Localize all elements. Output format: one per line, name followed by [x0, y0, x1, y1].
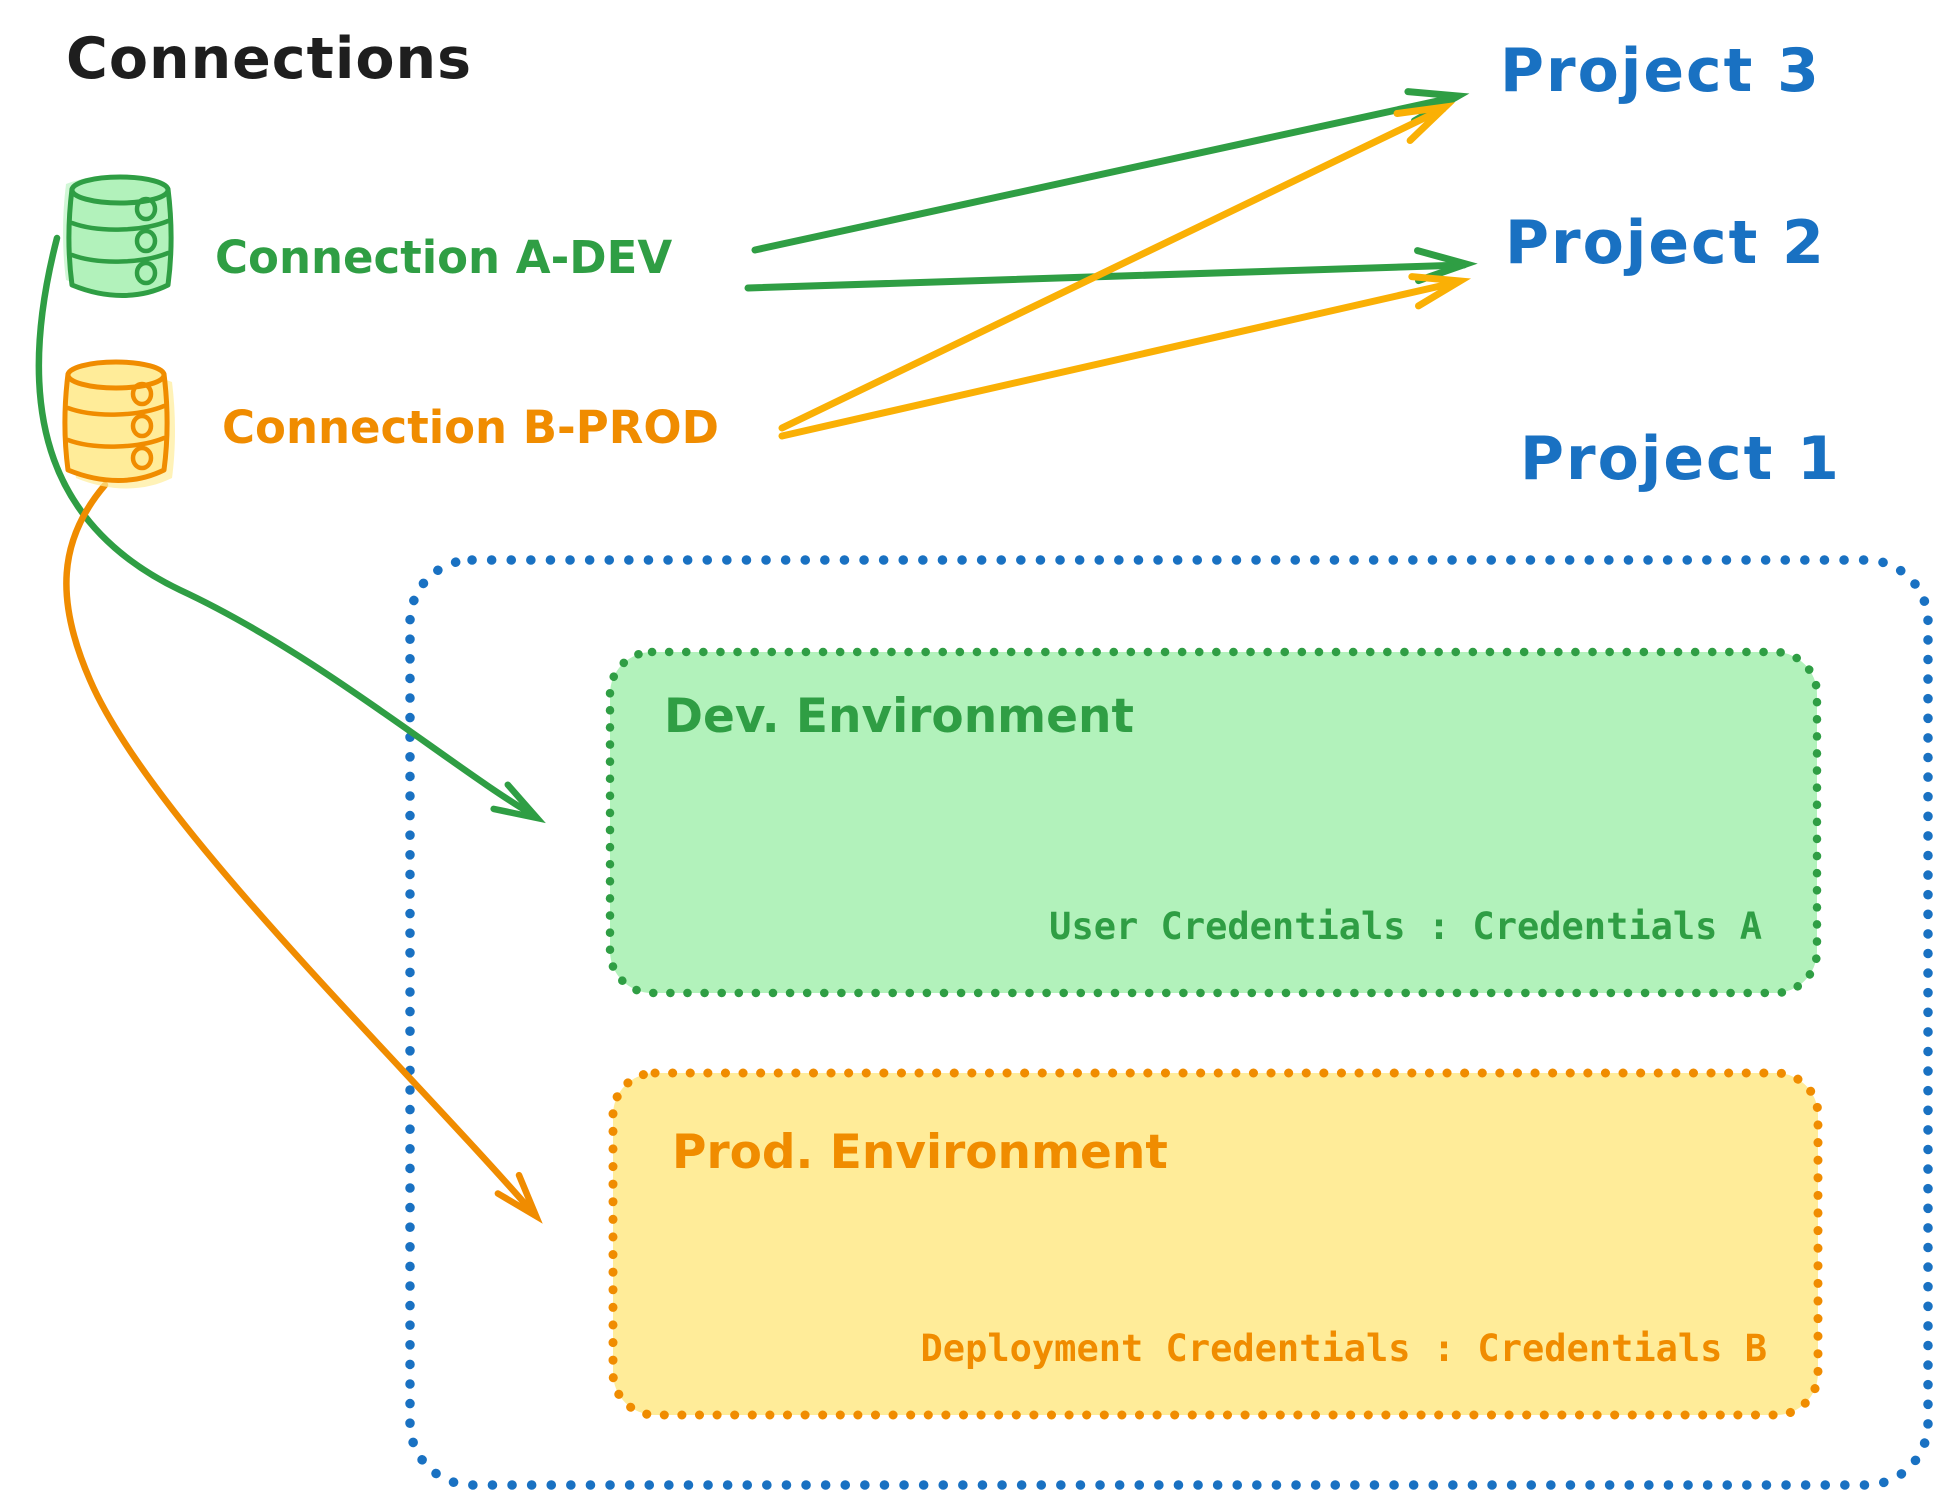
diagram-title: Connections	[66, 26, 473, 92]
dev-environment-title: Dev. Environment	[664, 689, 1134, 744]
prod-environment-box-fill	[613, 1073, 1818, 1415]
arrow-b-prod-to-prod-environment	[63, 481, 543, 1224]
prod-environment-title: Prod. Environment	[672, 1125, 1168, 1180]
connection-b-prod-label: Connection B-PROD	[222, 401, 719, 454]
dev-environment-credentials: User Credentials : Credentials A	[1049, 905, 1762, 948]
project-1-label: Project 1	[1520, 424, 1841, 494]
arrow-b-prod-to-project2	[778, 273, 1472, 440]
connection-a-dev-label: Connection A-DEV	[215, 231, 673, 284]
arrow-a-dev-to-dev-environment	[35, 234, 546, 824]
project-3-label: Project 3	[1500, 36, 1821, 106]
dev-environment-box-border	[605, 647, 1822, 998]
dev-environment-box-fill	[610, 652, 1817, 993]
arrow-a-dev-to-project2	[744, 247, 1478, 292]
prod-environment-box-border	[608, 1068, 1823, 1420]
database-b-icon	[62, 359, 175, 489]
project-2-label: Project 2	[1505, 208, 1826, 278]
prod-environment-credentials: Deployment Credentials : Credentials B	[920, 1327, 1767, 1370]
database-a-icon	[63, 174, 174, 298]
arrow-a-dev-to-project3	[751, 88, 1470, 254]
arrow-b-prod-to-project3	[778, 102, 1456, 432]
